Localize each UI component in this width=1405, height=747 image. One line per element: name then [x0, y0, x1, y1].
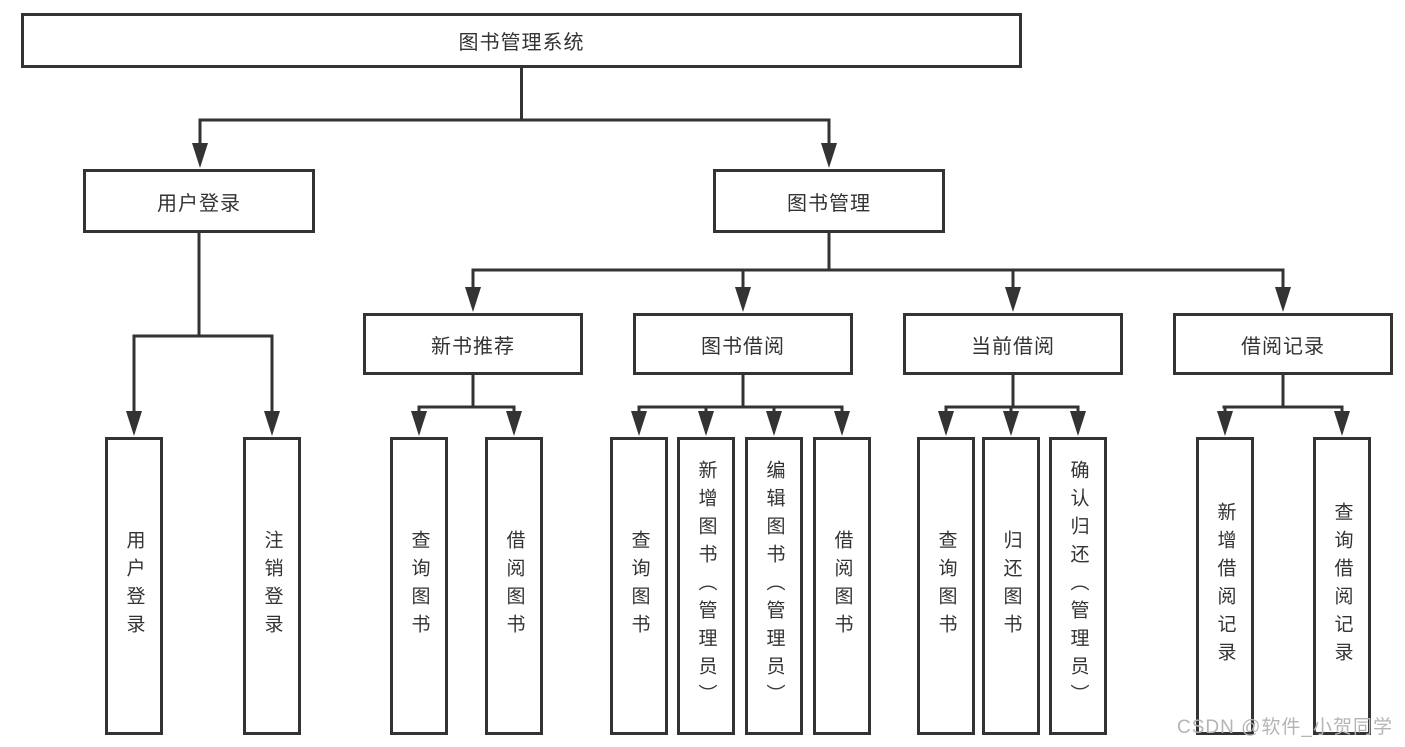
node-system-root: 图书管理系统	[21, 13, 1022, 68]
leaf-query-books: 查询图书	[917, 437, 975, 735]
leaf-query-borrow-record: 查询借阅记录	[1313, 437, 1371, 735]
leaf-add-borrow-record: 新增借阅记录	[1196, 437, 1254, 735]
leaf-logout: 注销登录	[243, 437, 301, 735]
leaf-return-books: 归还图书	[982, 437, 1040, 735]
leaf-borrow-books: 借阅图书	[813, 437, 871, 735]
leaf-user-login: 用户登录	[105, 437, 163, 735]
leaf-borrow-books: 借阅图书	[485, 437, 543, 735]
node-user-login-branch: 用户登录	[83, 169, 315, 233]
leaf-add-books-admin: 新增图书（管理员）	[677, 437, 735, 735]
leaf-edit-books-admin: 编辑图书（管理员）	[745, 437, 803, 735]
csdn-watermark: CSDN @软件_小贺同学	[1177, 717, 1393, 738]
arrowhead-icons	[126, 143, 1350, 436]
leaf-confirm-return-admin: 确认归还（管理员）	[1049, 437, 1107, 735]
node-book-borrow: 图书借阅	[633, 313, 853, 375]
node-book-management-branch: 图书管理	[713, 169, 945, 233]
node-new-book-recommend: 新书推荐	[363, 313, 583, 375]
node-borrow-records: 借阅记录	[1173, 313, 1393, 375]
leaf-query-books: 查询图书	[610, 437, 668, 735]
leaf-query-books: 查询图书	[390, 437, 448, 735]
node-current-borrow: 当前借阅	[903, 313, 1123, 375]
